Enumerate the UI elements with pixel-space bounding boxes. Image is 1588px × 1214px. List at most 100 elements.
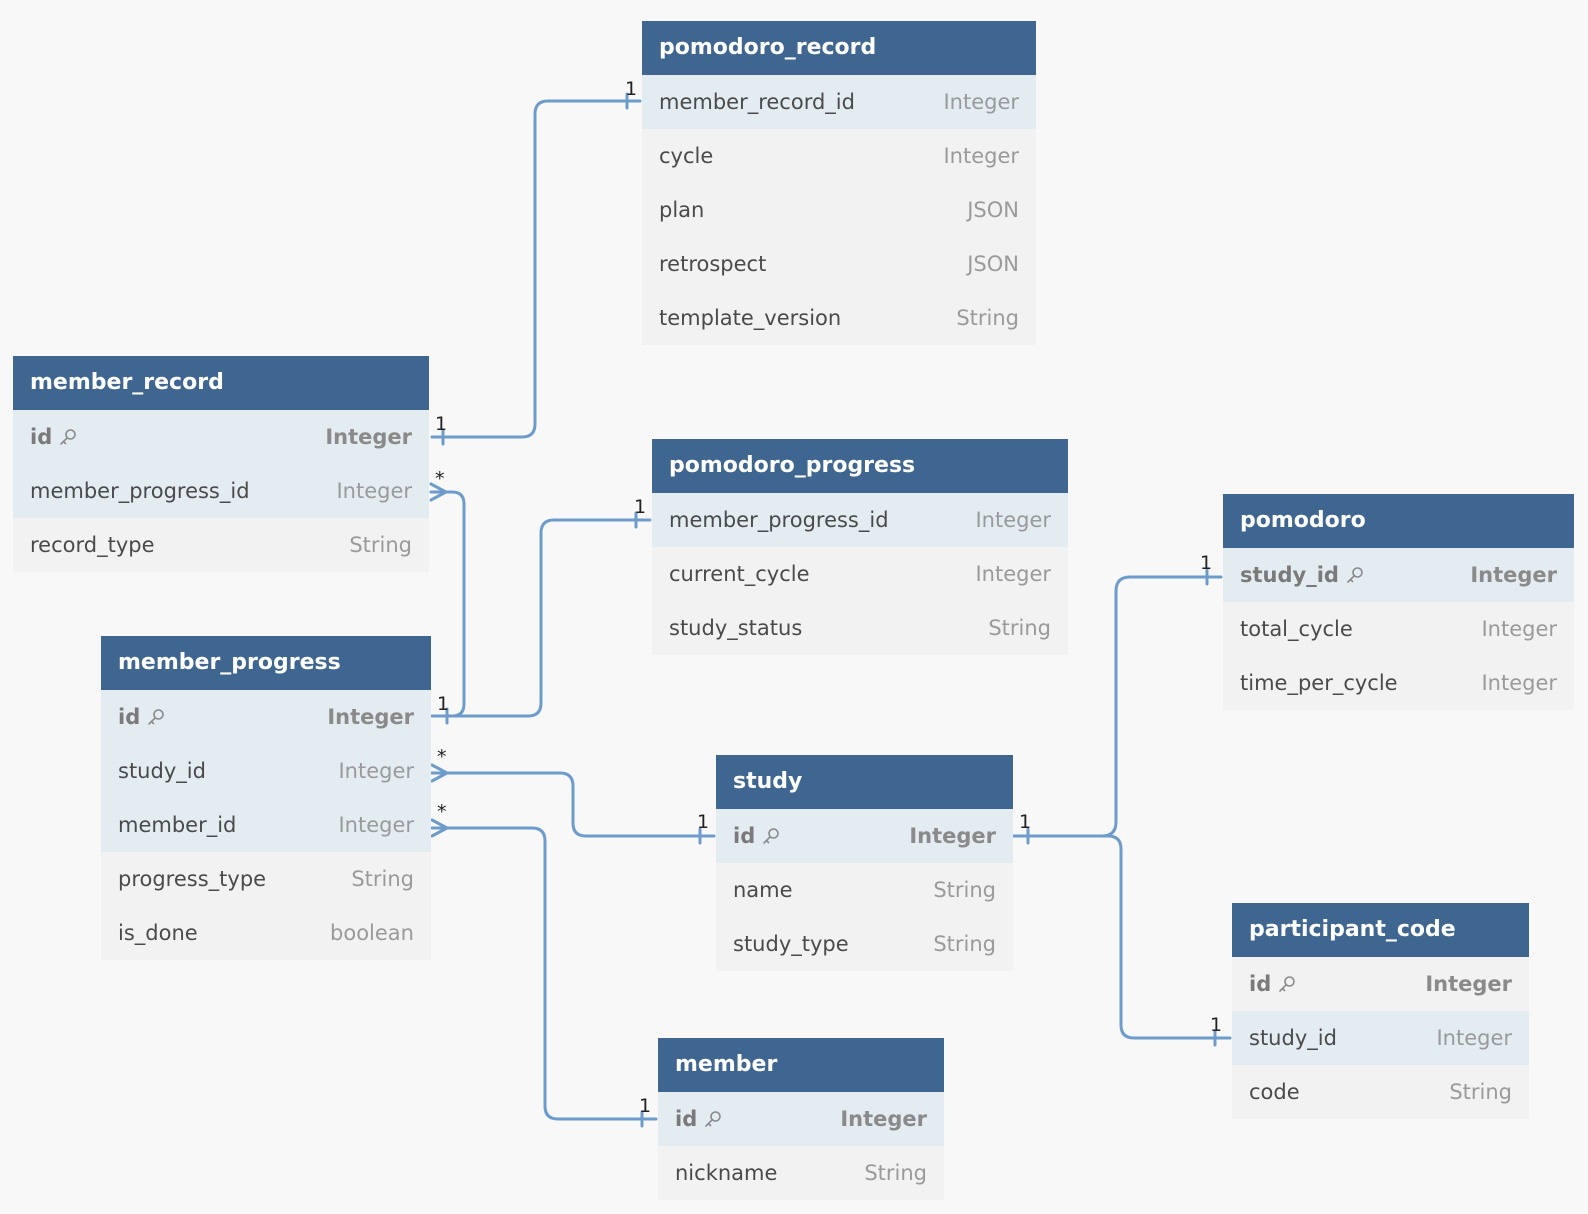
- field-name: member_progress_id: [669, 508, 889, 532]
- field-name: study_id: [118, 759, 206, 783]
- link-member-record-member-progress: [429, 490, 466, 718]
- field-type: String: [933, 932, 996, 956]
- field-name-text: id: [733, 824, 756, 848]
- table-row[interactable]: study_id Integer: [101, 744, 431, 798]
- field-type: Integer: [1481, 617, 1557, 641]
- table-row[interactable]: total_cycle Integer: [1223, 602, 1574, 656]
- field-name-text: id: [118, 705, 141, 729]
- field-name-text: study_id: [1240, 563, 1339, 587]
- field-type: Integer: [909, 824, 996, 848]
- field-name: retrospect: [659, 252, 767, 276]
- field-name: id: [675, 1107, 723, 1131]
- table-header[interactable]: member_record: [13, 356, 429, 410]
- table-row[interactable]: member_record_id Integer: [642, 75, 1036, 129]
- cardinality-label: 1: [639, 1095, 652, 1117]
- table-row[interactable]: cycle Integer: [642, 129, 1036, 183]
- field-type: Integer: [336, 479, 412, 503]
- table-row[interactable]: code String: [1232, 1065, 1529, 1119]
- table-row[interactable]: id Integer: [658, 1092, 944, 1146]
- table-row[interactable]: id Integer: [1232, 957, 1529, 1011]
- table-study[interactable]: study id Integer name String study_type …: [716, 755, 1013, 971]
- table-row[interactable]: name String: [716, 863, 1013, 917]
- field-name: study_status: [669, 616, 803, 640]
- table-row[interactable]: study_type String: [716, 917, 1013, 971]
- field-name-text: id: [675, 1107, 698, 1131]
- table-row[interactable]: current_cycle Integer: [652, 547, 1068, 601]
- table-row[interactable]: member_progress_id Integer: [652, 493, 1068, 547]
- field-name: study_id: [1240, 563, 1365, 587]
- field-name: code: [1249, 1080, 1300, 1104]
- table-row[interactable]: retrospect JSON: [642, 237, 1036, 291]
- table-pomodoro-progress[interactable]: pomodoro_progress member_progress_id Int…: [652, 439, 1068, 655]
- cardinality-label: 1: [435, 413, 448, 435]
- table-row[interactable]: is_done boolean: [101, 906, 431, 960]
- table-row[interactable]: id Integer: [13, 410, 429, 464]
- table-row[interactable]: time_per_cycle Integer: [1223, 656, 1574, 710]
- table-header[interactable]: pomodoro: [1223, 494, 1574, 548]
- table-row[interactable]: record_type String: [13, 518, 429, 572]
- field-name: progress_type: [118, 867, 267, 891]
- table-row[interactable]: member_progress_id Integer: [13, 464, 429, 518]
- field-name: plan: [659, 198, 705, 222]
- table-row[interactable]: id Integer: [101, 690, 431, 744]
- link-study-participant-code: [1011, 834, 1232, 1040]
- table-pomodoro-record[interactable]: pomodoro_record member_record_id Integer…: [642, 21, 1036, 345]
- field-type: String: [1449, 1080, 1512, 1104]
- field-name: id: [118, 705, 166, 729]
- table-header[interactable]: pomodoro_record: [642, 21, 1036, 75]
- link-member-record-pomodoro-record: [430, 99, 642, 439]
- table-row[interactable]: plan JSON: [642, 183, 1036, 237]
- field-name-text: id: [1249, 972, 1272, 996]
- key-icon: [761, 826, 781, 846]
- field-name: member_progress_id: [30, 479, 250, 503]
- table-row[interactable]: study_id Integer: [1232, 1011, 1529, 1065]
- link-member-progress-study: [430, 771, 716, 838]
- table-header[interactable]: member_progress: [101, 636, 431, 690]
- key-icon: [1345, 565, 1365, 585]
- table-member-progress[interactable]: member_progress id Integer study_id Inte…: [101, 636, 431, 960]
- table-header[interactable]: study: [716, 755, 1013, 809]
- table-row[interactable]: template_version String: [642, 291, 1036, 345]
- table-row[interactable]: member_id Integer: [101, 798, 431, 852]
- cardinality-label: 1: [1210, 1014, 1223, 1036]
- table-row[interactable]: id Integer: [716, 809, 1013, 863]
- table-row[interactable]: progress_type String: [101, 852, 431, 906]
- table-member[interactable]: member id Integer nickname String: [658, 1038, 944, 1200]
- link-member-progress-pomodoro-progress: [430, 518, 652, 718]
- table-participant-code[interactable]: participant_code id Integer study_id Int…: [1232, 903, 1529, 1119]
- field-type: JSON: [967, 198, 1019, 222]
- field-type: String: [349, 533, 412, 557]
- field-type: Integer: [327, 705, 414, 729]
- field-name: current_cycle: [669, 562, 810, 586]
- field-type: Integer: [1425, 972, 1512, 996]
- field-name-text: id: [30, 425, 53, 449]
- link-member-progress-member: [430, 826, 658, 1121]
- field-name: total_cycle: [1240, 617, 1353, 641]
- table-row[interactable]: nickname String: [658, 1146, 944, 1200]
- table-row[interactable]: study_id Integer: [1223, 548, 1574, 602]
- table-pomodoro[interactable]: pomodoro study_id Integer total_cycle In…: [1223, 494, 1574, 710]
- table-row[interactable]: study_status String: [652, 601, 1068, 655]
- field-name: study_type: [733, 932, 849, 956]
- field-type: String: [933, 878, 996, 902]
- field-type: Integer: [1470, 563, 1557, 587]
- cardinality-label: 1: [625, 78, 638, 100]
- field-type: Integer: [1481, 671, 1557, 695]
- field-name: nickname: [675, 1161, 778, 1185]
- cardinality-label: 1: [697, 811, 710, 833]
- field-name: member_record_id: [659, 90, 855, 114]
- cardinality-label: *: [435, 468, 445, 490]
- field-name: name: [733, 878, 793, 902]
- field-type: Integer: [338, 813, 414, 837]
- field-type: boolean: [330, 921, 414, 945]
- field-type: Integer: [1436, 1026, 1512, 1050]
- field-type: Integer: [943, 90, 1019, 114]
- table-header[interactable]: participant_code: [1232, 903, 1529, 957]
- table-header[interactable]: member: [658, 1038, 944, 1092]
- field-type: String: [956, 306, 1019, 330]
- key-icon: [146, 707, 166, 727]
- table-header[interactable]: pomodoro_progress: [652, 439, 1068, 493]
- field-name: id: [1249, 972, 1297, 996]
- table-member-record[interactable]: member_record id Integer member_progress…: [13, 356, 429, 572]
